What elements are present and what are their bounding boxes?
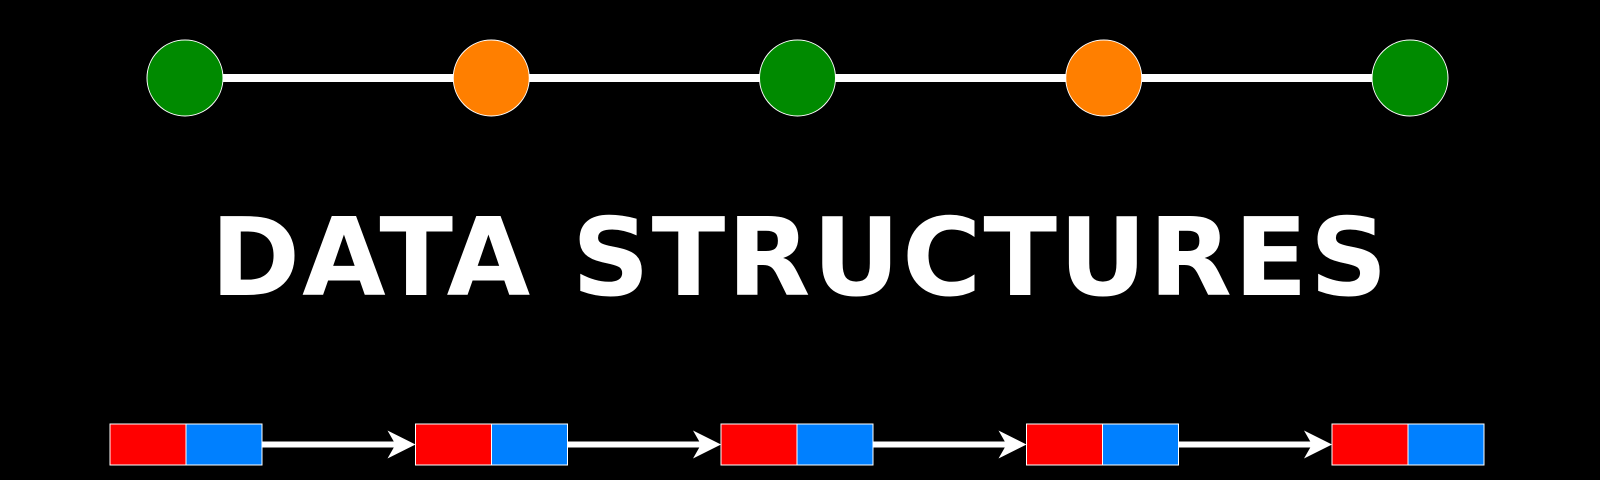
graph-node-green-icon <box>146 39 224 117</box>
arrow-right-icon <box>998 430 1027 459</box>
list-pointer-cell-icon <box>796 423 874 466</box>
graph-node-orange-icon <box>452 39 530 117</box>
list-pointer-cell-icon <box>1407 423 1485 466</box>
list-data-cell-icon <box>1026 423 1103 466</box>
list-pointer-cell-icon <box>491 423 568 466</box>
graph-node-orange-icon <box>1065 39 1143 117</box>
arrow-right-icon <box>693 430 721 459</box>
list-data-cell-icon <box>720 423 798 466</box>
graph-node-green-icon <box>759 39 836 117</box>
list-data-cell-icon <box>109 423 187 466</box>
banner-title: DATA STRUCTURES <box>211 196 1390 321</box>
list-pointer-cell-icon <box>185 423 263 466</box>
linked-list-diagram <box>109 423 1485 466</box>
graph-diagram <box>146 39 1449 117</box>
list-pointer-cell-icon <box>1102 423 1179 466</box>
arrow-right-icon <box>387 430 416 459</box>
list-data-cell-icon <box>415 423 492 466</box>
arrow-right-icon <box>1304 430 1332 459</box>
graph-node-green-icon <box>1371 39 1449 117</box>
list-data-cell-icon <box>1331 423 1409 466</box>
